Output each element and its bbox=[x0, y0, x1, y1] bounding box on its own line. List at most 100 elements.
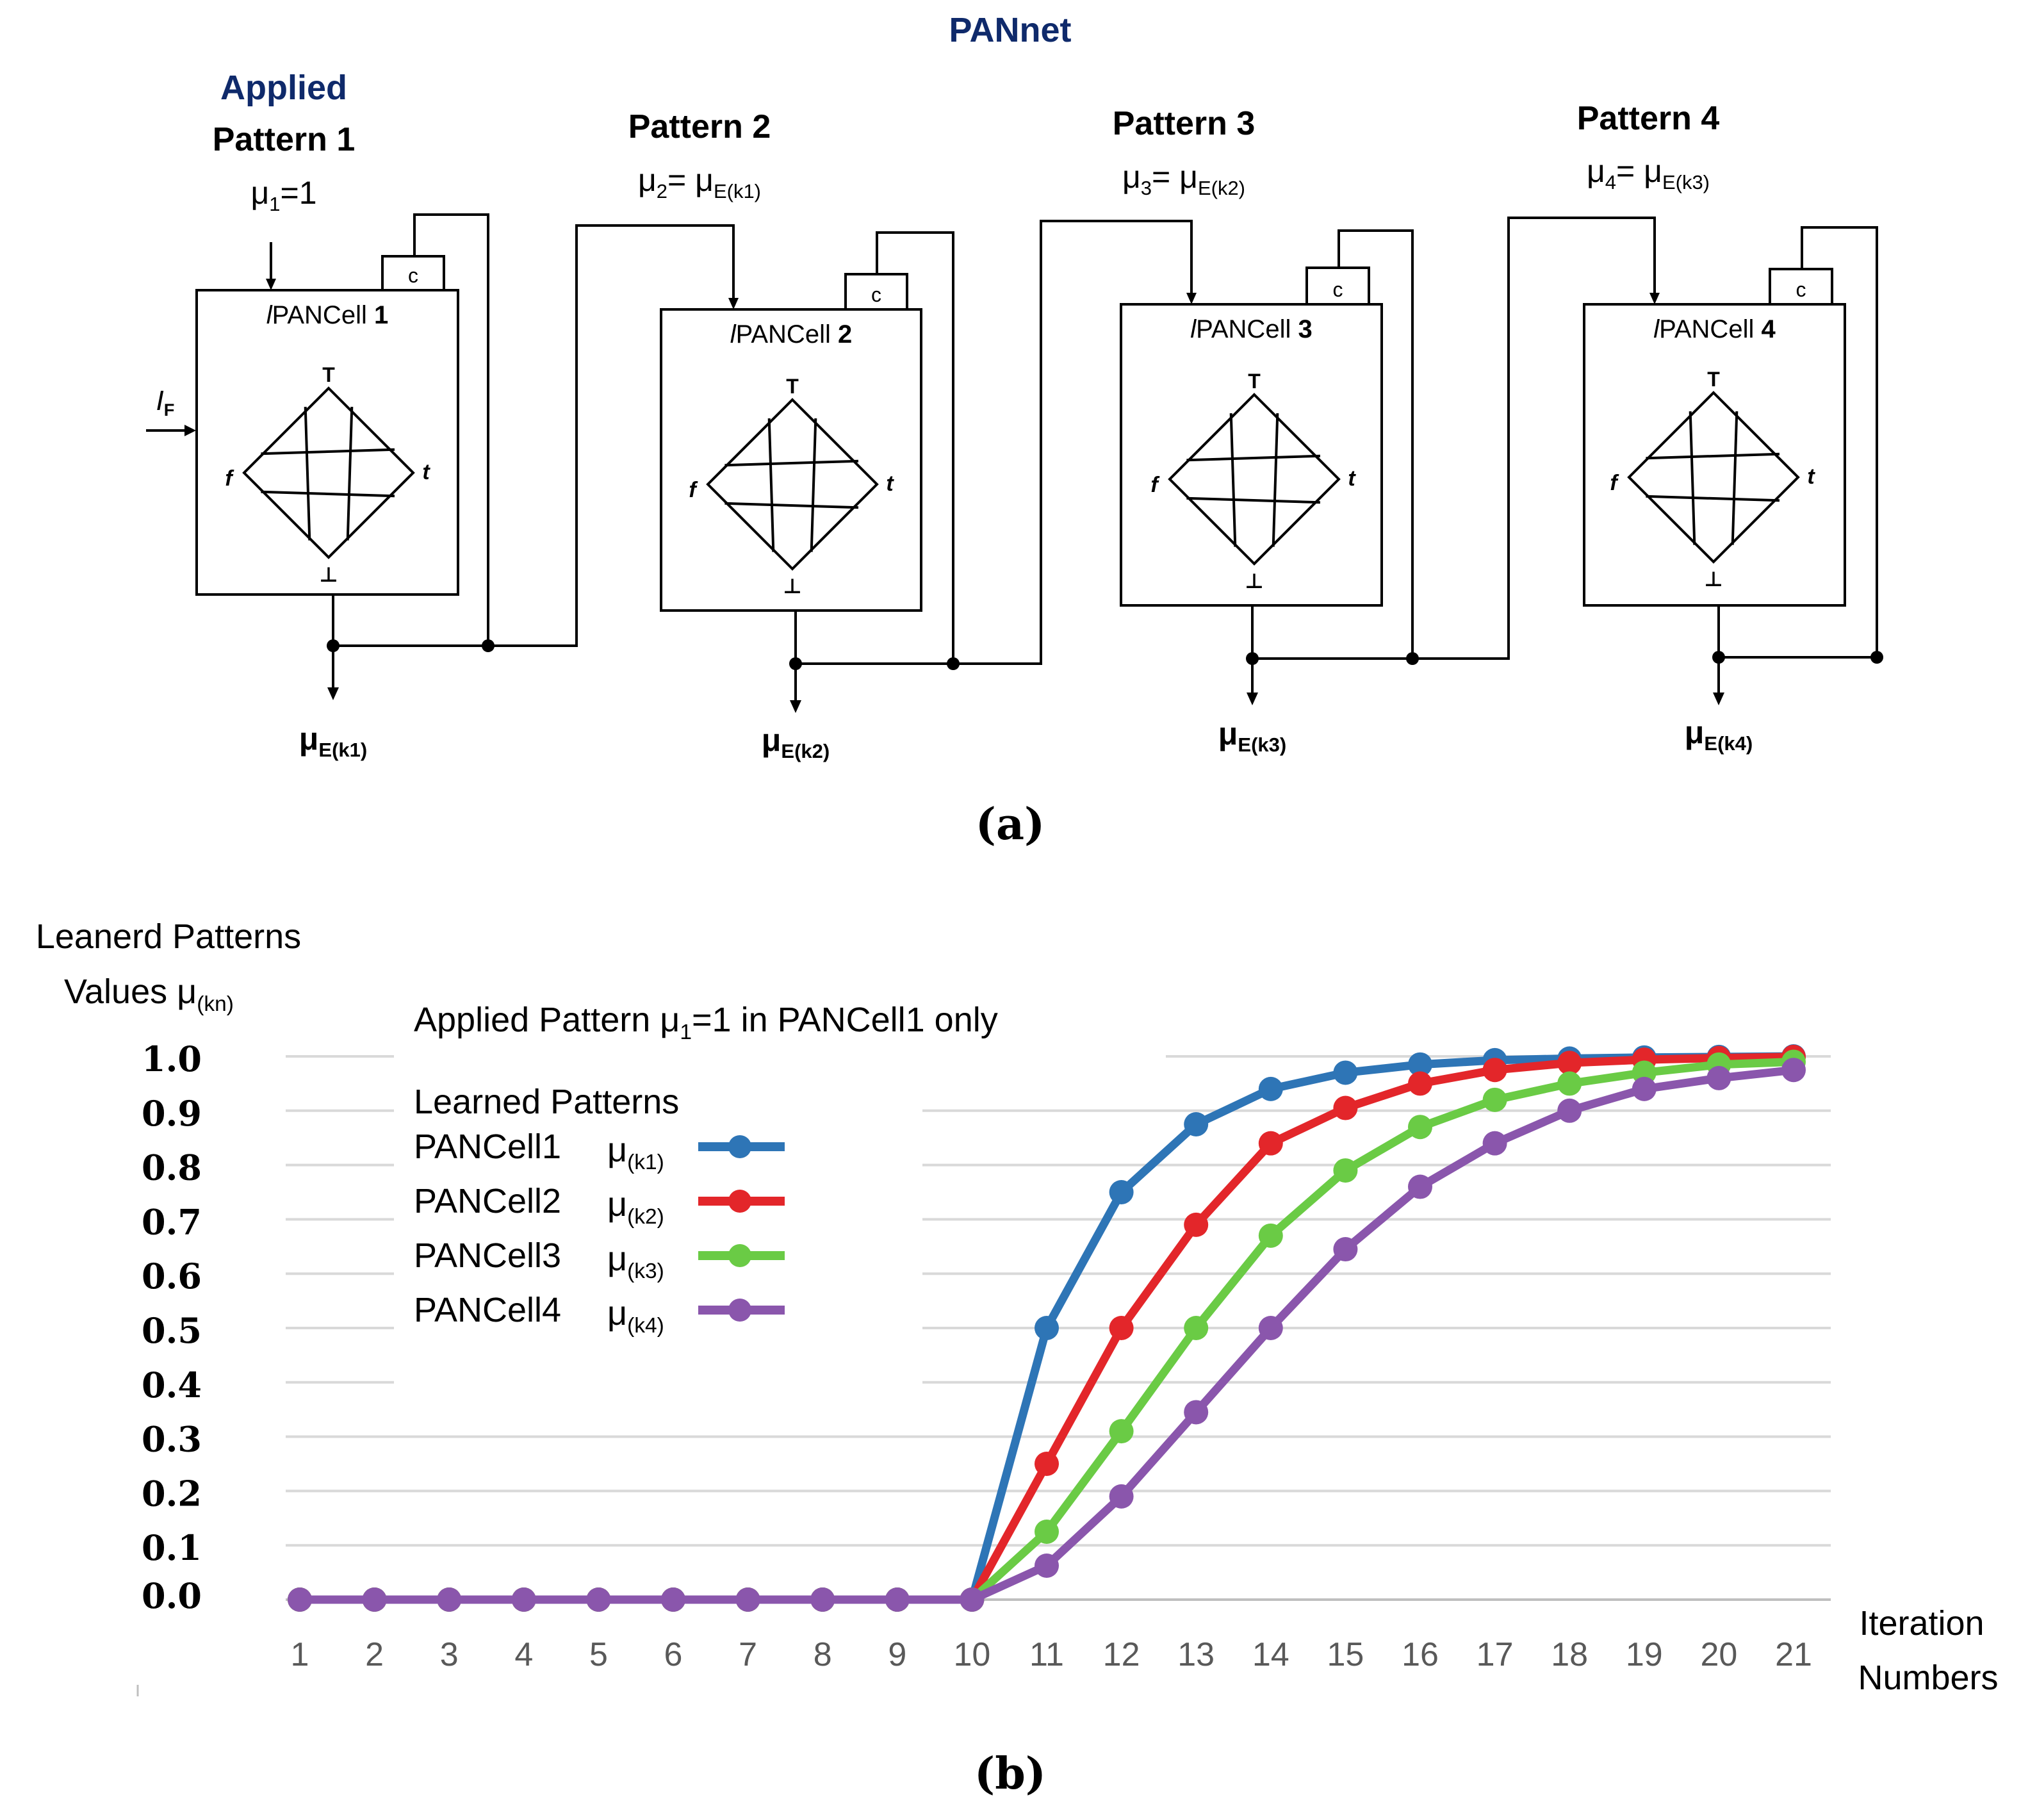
data-point bbox=[586, 1587, 611, 1612]
lattice-top-label: T bbox=[1707, 368, 1720, 391]
y-tick-label: 0.5 bbox=[142, 1310, 202, 1351]
legend-series-symbol: μ(k2) bbox=[607, 1185, 664, 1229]
data-point bbox=[1184, 1212, 1209, 1237]
x-tick-label: 11 bbox=[1029, 1636, 1064, 1673]
lattice-right-label: t bbox=[1348, 466, 1356, 491]
x-tick-label: 9 bbox=[888, 1636, 906, 1673]
legend-series-name: PANCell4 bbox=[414, 1291, 561, 1329]
x-tick-label: 16 bbox=[1402, 1636, 1439, 1673]
data-point bbox=[1258, 1316, 1283, 1340]
feedback-junction bbox=[1870, 651, 1883, 664]
series-group bbox=[288, 1044, 1806, 1612]
output-arrowhead bbox=[1247, 693, 1258, 705]
data-point bbox=[1408, 1115, 1432, 1140]
output-arrowhead bbox=[327, 687, 339, 700]
lattice-left-label: f bbox=[225, 466, 234, 491]
cell-link-1 bbox=[488, 224, 735, 647]
data-point bbox=[810, 1587, 835, 1612]
if-label: IF bbox=[156, 385, 175, 420]
x-tick-label: 20 bbox=[1700, 1636, 1737, 1673]
y-tick-label: 0.4 bbox=[142, 1365, 202, 1406]
data-point bbox=[1557, 1071, 1582, 1096]
cell-link-2 bbox=[953, 220, 1193, 665]
y-tick-labels: 1.00.90.80.70.60.50.40.30.20.10.0 bbox=[142, 1038, 202, 1616]
pattern-mu-label: μ2= μE(k1) bbox=[638, 162, 761, 202]
legend-series-name: PANCell2 bbox=[414, 1182, 561, 1220]
lattice-diamond bbox=[1168, 393, 1341, 566]
y-tick-label: 0.0 bbox=[142, 1575, 202, 1616]
y-tick-label: 0.1 bbox=[142, 1527, 202, 1568]
legend-series-symbol: μ(k1) bbox=[607, 1131, 664, 1174]
pattern-label: Pattern 1 bbox=[213, 121, 356, 158]
output-label: μE(k1) bbox=[299, 721, 367, 761]
input-arrowhead bbox=[1649, 293, 1660, 304]
data-point bbox=[1109, 1484, 1134, 1509]
c-label: c bbox=[408, 264, 418, 287]
x-tick-label: 6 bbox=[664, 1636, 683, 1673]
legend-series-symbol: μ(k4) bbox=[607, 1294, 664, 1338]
data-point bbox=[661, 1587, 685, 1612]
feedback-loop bbox=[333, 213, 489, 647]
data-point bbox=[1184, 1112, 1209, 1136]
lattice-bottom-label: ⊥ bbox=[1704, 568, 1722, 591]
lattice-bottom-label: ⊥ bbox=[783, 575, 801, 598]
feedback-loop bbox=[1252, 229, 1414, 660]
x-tick-label: 17 bbox=[1477, 1636, 1514, 1673]
c-label: c bbox=[1333, 278, 1343, 301]
lattice-diamond bbox=[1627, 391, 1800, 564]
data-point bbox=[288, 1587, 312, 1612]
x-tick-label: 12 bbox=[1103, 1636, 1140, 1673]
pancell-box bbox=[660, 308, 922, 612]
x-tick-label: 13 bbox=[1177, 1636, 1215, 1673]
data-point bbox=[1109, 1419, 1134, 1444]
output-arrowhead bbox=[1713, 693, 1724, 705]
x-tick-label: 5 bbox=[589, 1636, 608, 1673]
pattern-label: Pattern 3 bbox=[1113, 105, 1256, 142]
legend-swatch-marker bbox=[728, 1244, 751, 1267]
lattice-right-label: t bbox=[886, 471, 894, 496]
x-axis-label-line2: Numbers bbox=[1858, 1659, 1998, 1697]
lattice-grid bbox=[1186, 413, 1321, 547]
output-label: μE(k3) bbox=[1218, 716, 1286, 756]
x-tick-label: 8 bbox=[814, 1636, 832, 1673]
data-point bbox=[1258, 1131, 1283, 1156]
data-point bbox=[1482, 1131, 1507, 1156]
y-tick-label: 0.8 bbox=[142, 1147, 202, 1188]
data-point bbox=[735, 1587, 760, 1612]
y-tick-label: 0.3 bbox=[142, 1419, 202, 1460]
lattice-grid bbox=[1646, 411, 1780, 545]
lattice-diamond bbox=[706, 398, 879, 571]
feedback-loop bbox=[1719, 226, 1878, 659]
data-point bbox=[1333, 1060, 1358, 1085]
legend-swatch-marker bbox=[728, 1190, 751, 1213]
lattice-left-label: f bbox=[689, 478, 698, 502]
data-point bbox=[1035, 1316, 1059, 1340]
pattern-mu-label: μ1=1 bbox=[250, 175, 316, 215]
data-point bbox=[1258, 1076, 1283, 1101]
x-tick-label: 18 bbox=[1551, 1636, 1588, 1673]
y-tick-label: 0.6 bbox=[142, 1256, 202, 1297]
lattice-grid bbox=[261, 406, 395, 541]
gridlines bbox=[286, 1055, 1831, 1547]
data-point bbox=[1408, 1071, 1432, 1096]
data-point bbox=[1482, 1058, 1507, 1083]
data-point bbox=[1781, 1058, 1806, 1083]
pancell-name: lPANCell 4 bbox=[1653, 315, 1776, 343]
pattern-label: Pattern 2 bbox=[628, 108, 771, 145]
data-point bbox=[511, 1587, 536, 1612]
x-tick-label: 4 bbox=[514, 1636, 533, 1673]
data-point bbox=[437, 1587, 462, 1612]
data-point bbox=[1109, 1180, 1134, 1204]
x-tick-label: 14 bbox=[1252, 1636, 1289, 1673]
legend-item: PANCell4 μ(k4) bbox=[414, 1291, 785, 1338]
series-PANCell4 bbox=[288, 1058, 1806, 1612]
y-tick-label: 0.7 bbox=[142, 1201, 202, 1242]
x-tick-label: 21 bbox=[1775, 1636, 1812, 1673]
legend-item: PANCell2 μ(k2) bbox=[414, 1182, 785, 1229]
pattern-mu-label: μ3= μE(k2) bbox=[1122, 159, 1245, 199]
